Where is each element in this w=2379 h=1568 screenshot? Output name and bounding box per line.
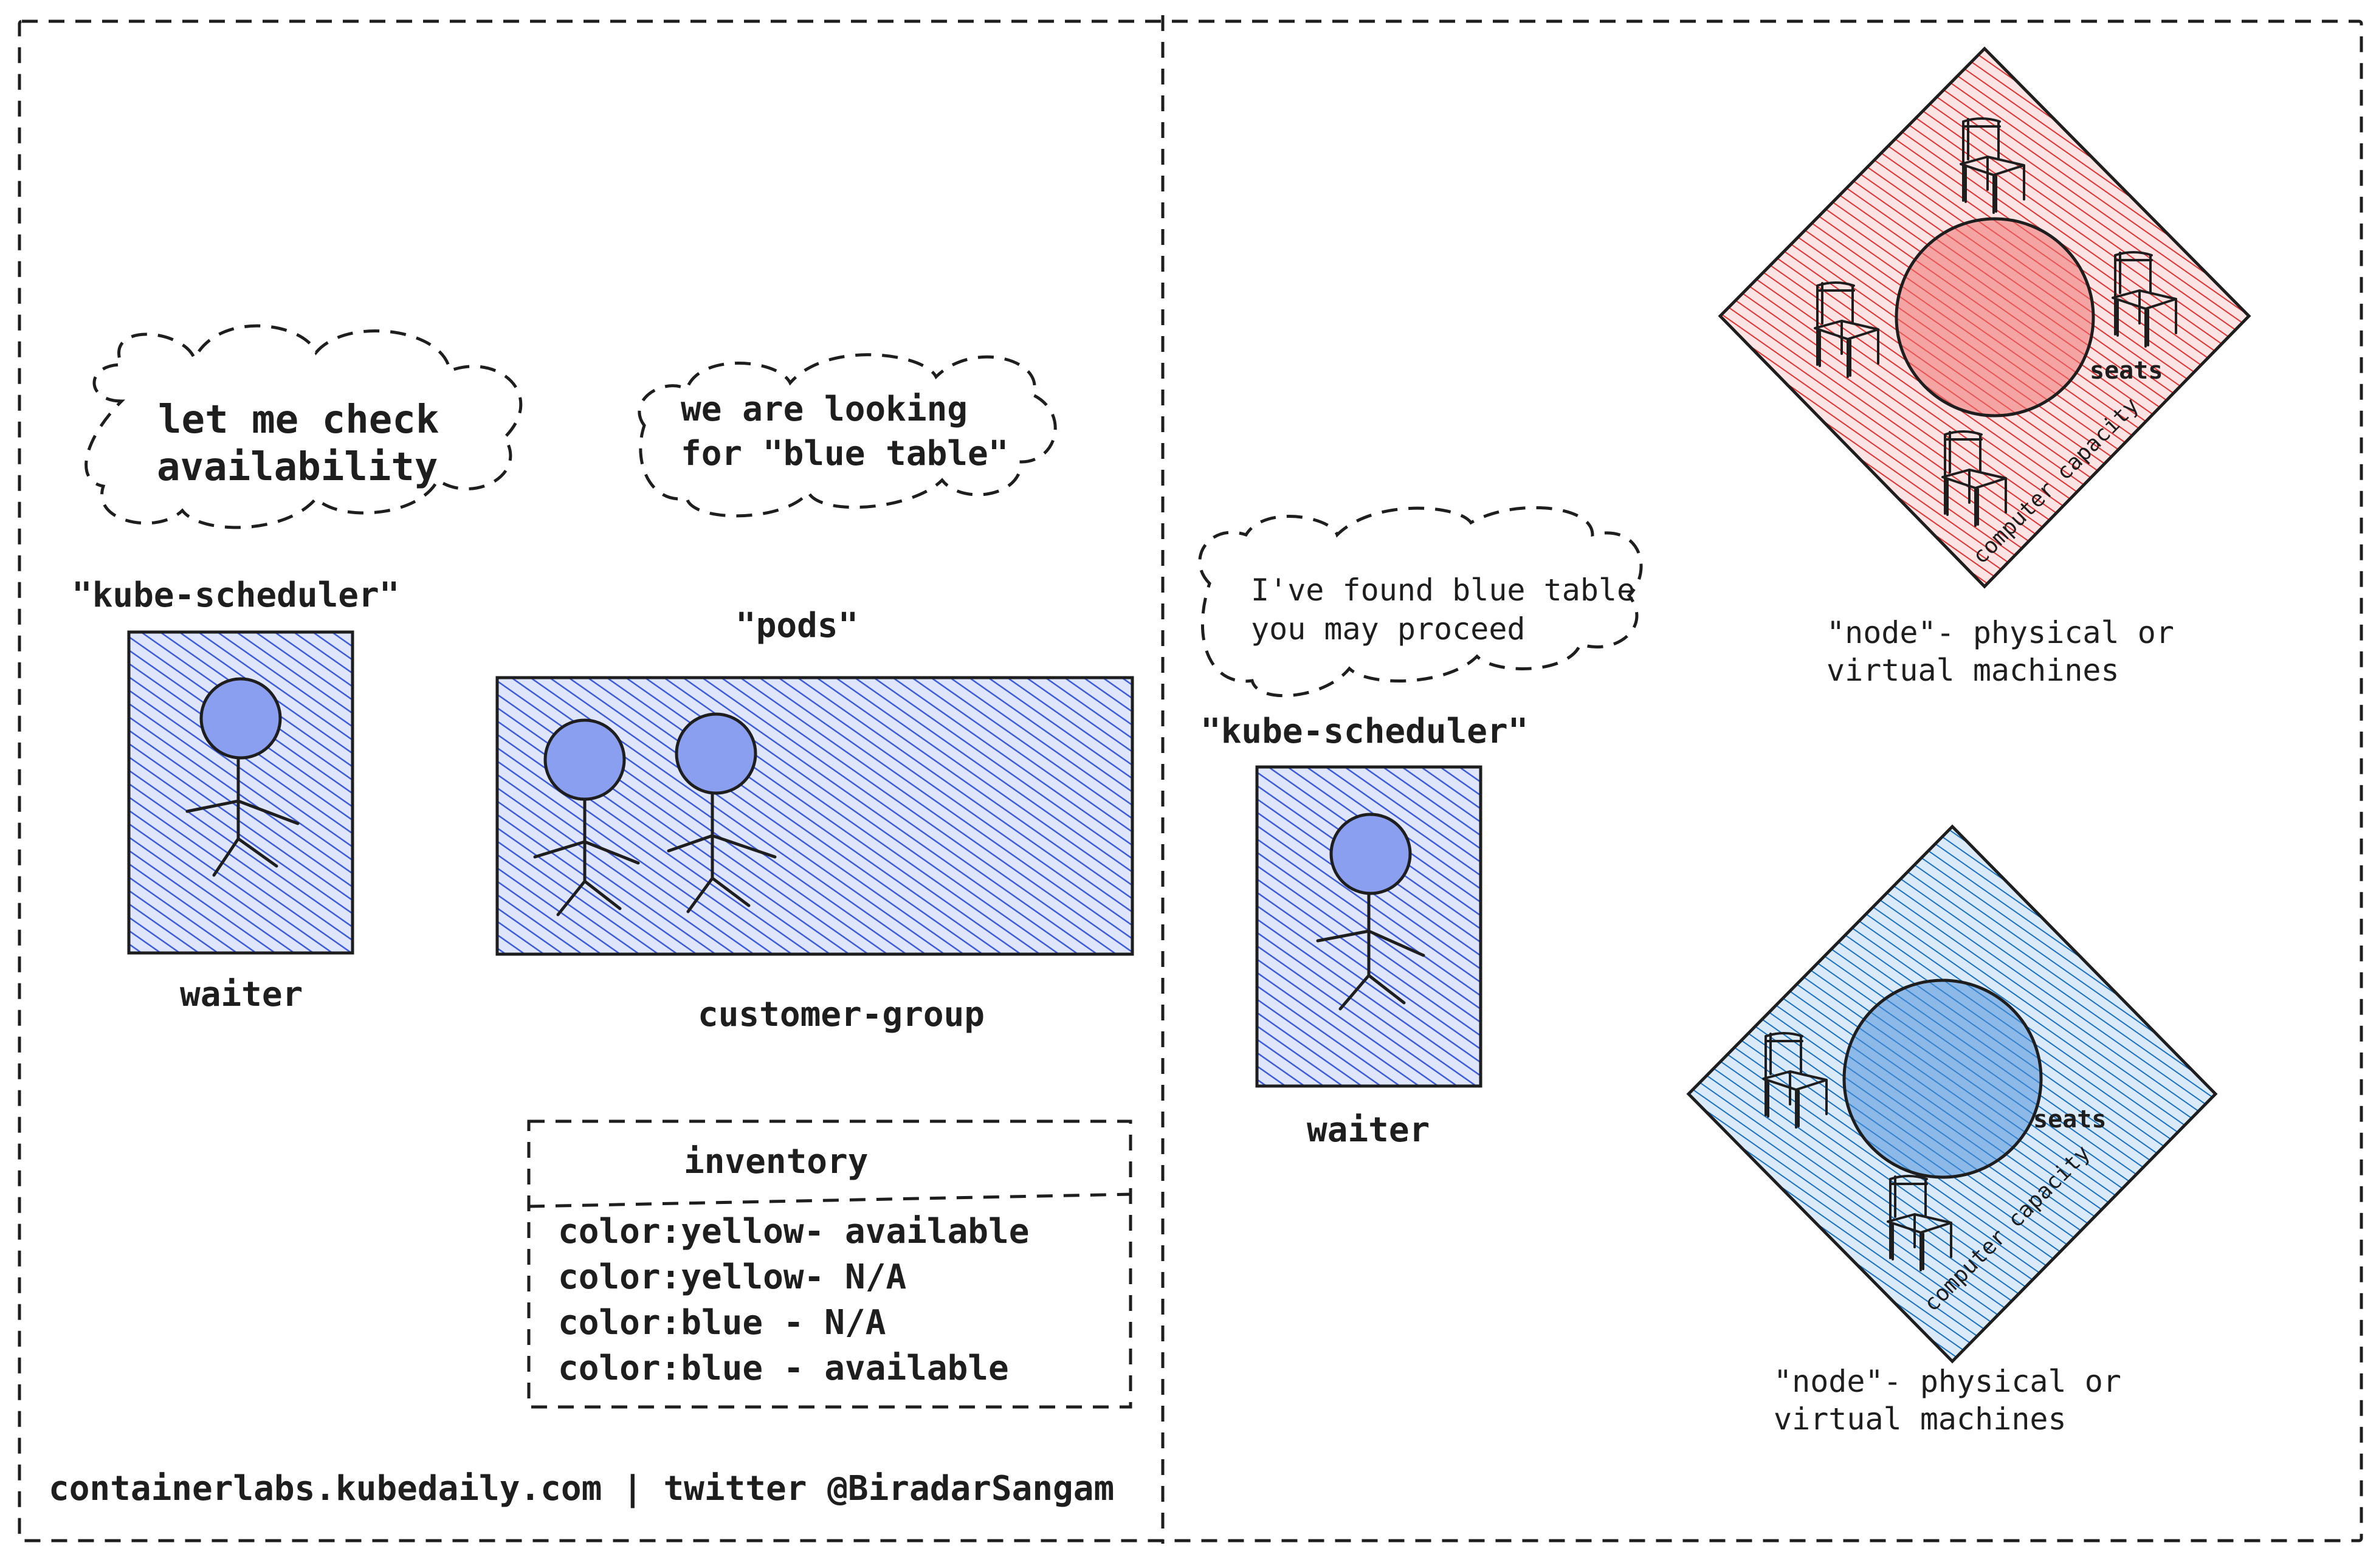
found-bubble-line-1: I've found blue table	[1251, 573, 1635, 608]
blue-node-caption-2: virtual machines	[1774, 1401, 2067, 1437]
found-thought-bubble: I've found blue table you may proceed	[1198, 506, 1643, 698]
blue-seats-label: seats	[2033, 1106, 2106, 1133]
pods-label: "pods"	[735, 606, 858, 645]
red-node-caption-2: virtual machines	[1826, 653, 2119, 688]
customer-group-label: customer-group	[698, 995, 985, 1034]
kube-scheduler-label-left: "kube-scheduler"	[72, 576, 399, 615]
red-table	[1895, 217, 2095, 418]
inventory-box: inventory color:yellow- available color:…	[527, 1119, 1132, 1409]
blue-table	[1842, 978, 2043, 1179]
blue-node-caption-1: "node"- physical or	[1774, 1364, 2121, 1399]
waiter-box-left	[127, 630, 354, 955]
pods-bubble-line-2: for "blue table"	[681, 434, 1008, 473]
footer-credits: containerlabs.kubedaily.com | twitter @B…	[49, 1469, 1114, 1508]
kube-scheduler-label-right: "kube-scheduler"	[1200, 712, 1528, 751]
inventory-title: inventory	[684, 1142, 868, 1181]
inventory-item-4: color:blue - available	[558, 1349, 1009, 1388]
node-blue: seats computer capacity	[1686, 824, 2218, 1364]
inventory-item-2: color:yellow- N/A	[558, 1257, 906, 1297]
customer-figure-1	[533, 718, 640, 916]
inventory-item-3: color:blue - N/A	[558, 1303, 886, 1343]
waiter-bubble-line-2: availability	[157, 445, 438, 490]
pods-thought-bubble: we are looking for "blue table"	[638, 353, 1057, 518]
red-seats-label: seats	[2090, 357, 2163, 385]
waiter-box-right	[1255, 765, 1482, 1088]
outer-frame	[18, 19, 2363, 1542]
waiter-figure-right	[1316, 813, 1425, 1011]
red-node-caption-1: "node"- physical or	[1826, 615, 2174, 650]
customer-figure-2	[667, 712, 777, 913]
waiter-thought-bubble: let me check availability	[84, 324, 523, 529]
waiter-bubble-line-1: let me check	[158, 397, 439, 442]
node-red: seats computer capacity	[1718, 46, 2251, 589]
found-bubble-line-2: you may proceed	[1251, 611, 1526, 647]
inventory-item-1: color:yellow- available	[558, 1212, 1029, 1251]
waiter-figure-left	[185, 677, 300, 877]
pods-bubble-line-1: we are looking	[681, 390, 968, 429]
waiter-label-right: waiter	[1307, 1110, 1430, 1150]
waiter-label-left: waiter	[180, 975, 303, 1014]
customer-group-box	[495, 676, 1134, 956]
